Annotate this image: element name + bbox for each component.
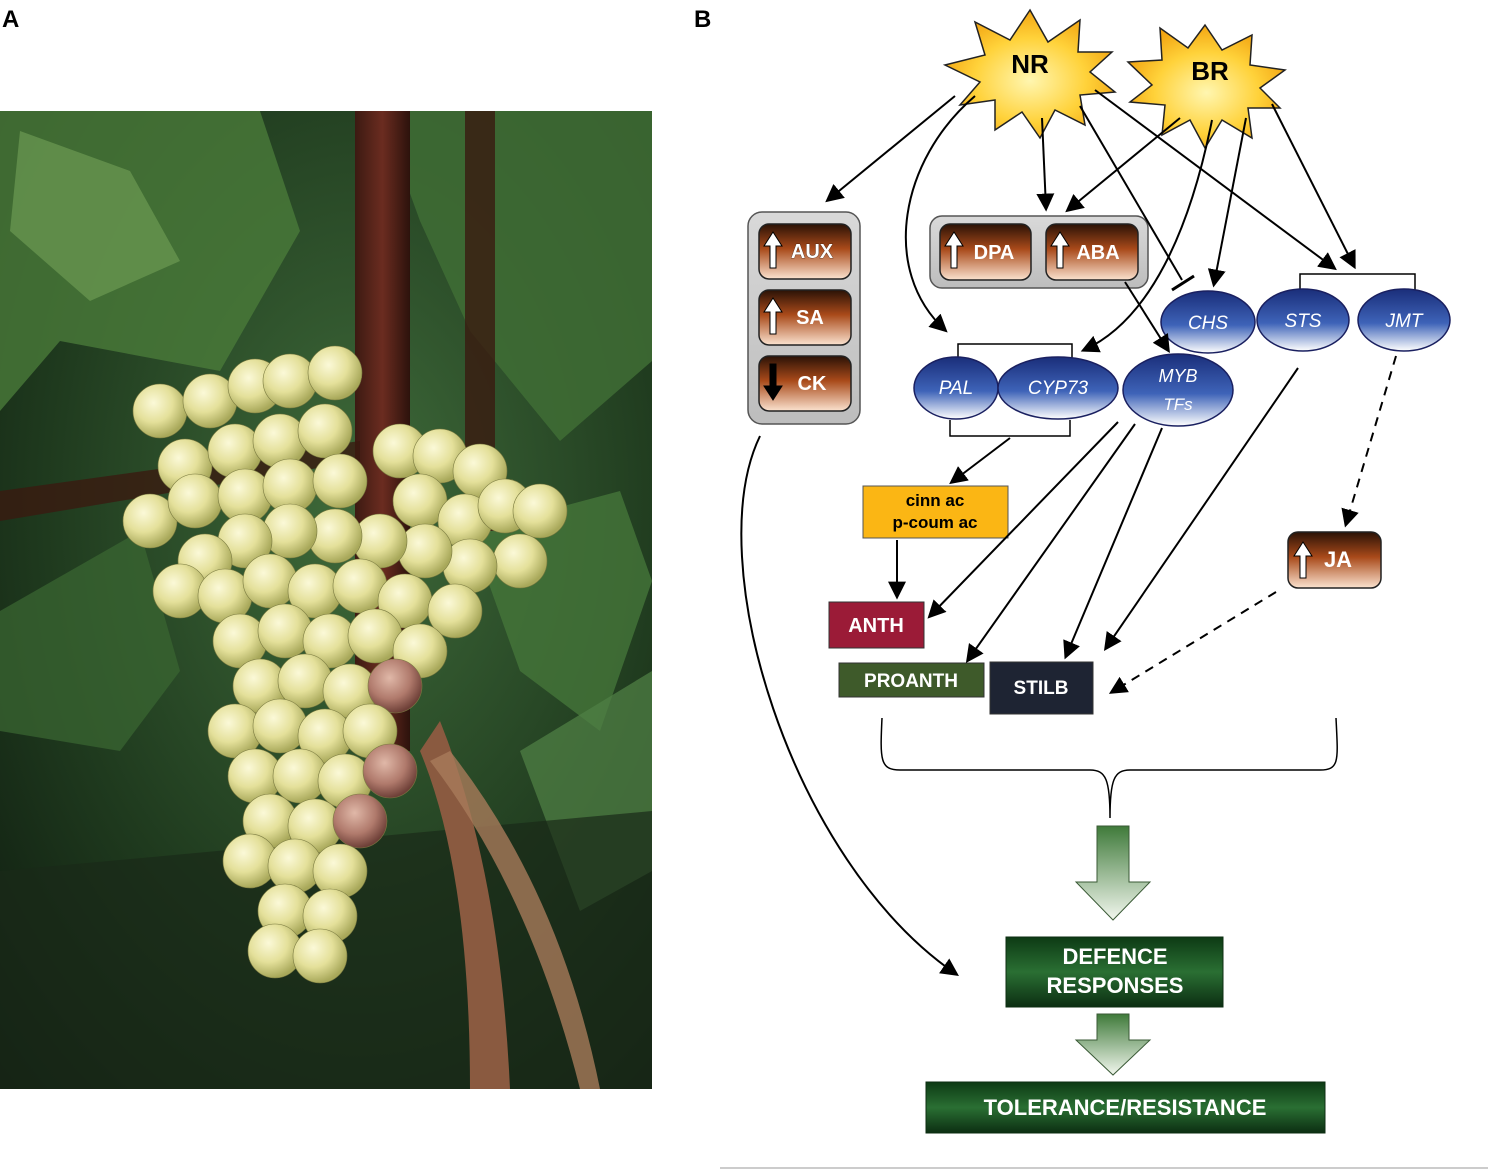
dpa-label: DPA xyxy=(974,242,1015,264)
anth-label: ANTH xyxy=(848,615,904,637)
inhibit-bar-chs xyxy=(1171,274,1195,292)
big-arrow-to-defence xyxy=(1074,825,1152,921)
ja-box: JA xyxy=(1287,531,1382,589)
jmt-label: JMT xyxy=(1385,311,1424,332)
defence-label: DEFENCE xyxy=(1062,944,1167,969)
dpa-box: DPA xyxy=(939,223,1032,281)
responses-label: RESPONSES xyxy=(1047,973,1184,998)
grape-berry xyxy=(312,453,368,509)
up-arrow-icon xyxy=(763,297,783,335)
tolerance-resistance-box: TOLERANCE/RESISTANCE xyxy=(925,1081,1326,1134)
anth-box: ANTH xyxy=(828,601,925,649)
grape-berry xyxy=(307,345,363,401)
pal-label: PAL xyxy=(939,378,974,399)
inhibit-nr-to-chs xyxy=(1079,105,1183,281)
pal-cyp73-top-bracket xyxy=(957,343,1073,362)
aux-box: AUX xyxy=(758,223,852,280)
tolerance-label: TOLERANCE/RESISTANCE xyxy=(984,1095,1267,1120)
panel-label-a: A xyxy=(2,6,20,33)
pal-cyp73-bottom-bracket xyxy=(949,420,1071,437)
arrow-br-to-chs xyxy=(1207,117,1247,288)
arrow-nr-to-dpa-aba xyxy=(1036,117,1055,212)
panel-label-b: B xyxy=(694,6,712,33)
up-arrow-icon xyxy=(1293,541,1313,579)
arrow-nr-to-aux-group xyxy=(825,95,956,203)
sa-box: SA xyxy=(758,289,852,346)
tfs-label: TFs xyxy=(1163,395,1193,414)
nr-starburst xyxy=(942,8,1117,140)
metabolites-brace xyxy=(880,717,1338,819)
arrow-br-to-sts-jmt xyxy=(1271,103,1356,270)
up-arrow-icon xyxy=(944,231,964,269)
br-starburst xyxy=(1126,23,1287,150)
grape-cluster-photo xyxy=(0,111,652,1089)
chs-label: CHS xyxy=(1188,313,1228,334)
cinn-box: cinn ac p-coum ac xyxy=(862,485,1009,539)
arrow-sts-to-stilb xyxy=(1103,367,1299,651)
up-arrow-icon xyxy=(763,231,783,269)
ck-box: CK xyxy=(758,355,852,412)
sa-label: SA xyxy=(796,307,824,329)
grape-berry xyxy=(332,793,388,849)
aba-box: ABA xyxy=(1045,223,1139,281)
up-arrow-icon xyxy=(1050,231,1070,269)
grape-berry xyxy=(512,483,568,539)
dashed-arrow-jmt-to-ja xyxy=(1341,355,1397,528)
sts-gene: STS xyxy=(1256,288,1350,352)
ja-label: JA xyxy=(1324,547,1352,572)
arrow-br-to-cyp73 xyxy=(1080,119,1213,353)
grape-berry xyxy=(362,743,418,799)
arrow-aba-to-myb xyxy=(1124,281,1170,354)
arrow-myb-to-anth xyxy=(927,421,1119,619)
myb-tfs-gene: MYB TFs xyxy=(1122,353,1234,427)
cyp73-label: CYP73 xyxy=(1028,378,1089,399)
cyp73-gene: CYP73 xyxy=(997,356,1119,420)
myb-label: MYB xyxy=(1158,366,1197,386)
sts-label: STS xyxy=(1285,311,1322,332)
arrow-pal-cyp73-to-cinn xyxy=(949,437,1011,485)
sts-jmt-bracket xyxy=(1299,273,1416,292)
chs-gene: CHS xyxy=(1160,290,1256,354)
stilb-label: STILB xyxy=(1014,678,1069,699)
proanth-label: PROANTH xyxy=(864,671,958,692)
br-label: BR xyxy=(1191,56,1229,86)
dashed-arrow-ja-to-stilb xyxy=(1108,591,1277,694)
proanth-box: PROANTH xyxy=(838,662,985,698)
grape-berry xyxy=(367,658,423,714)
arrow-br-to-dpa-aba xyxy=(1065,117,1181,213)
grape-berry xyxy=(297,403,353,459)
ck-label: CK xyxy=(798,373,827,395)
pal-gene: PAL xyxy=(913,356,999,420)
aba-label: ABA xyxy=(1076,242,1119,264)
big-arrow-to-tolerance xyxy=(1074,1013,1152,1076)
p-coum-ac-label: p-coum ac xyxy=(892,513,977,532)
nr-label: NR xyxy=(1011,49,1049,79)
grape-berry xyxy=(292,928,348,984)
grape-berry xyxy=(427,583,483,639)
arrow-nr-to-sts-jmt xyxy=(1094,89,1337,271)
defence-responses-box: DEFENCE RESPONSES xyxy=(1005,936,1224,1008)
cinn-ac-label: cinn ac xyxy=(906,491,965,510)
arrow-hormones-to-defence xyxy=(740,435,959,977)
jmt-gene: JMT xyxy=(1357,288,1451,352)
arrow-myb-to-stilb xyxy=(1063,427,1163,660)
arrow-myb-to-proanth xyxy=(965,423,1136,663)
down-arrow-icon xyxy=(763,363,783,401)
aux-label: AUX xyxy=(791,241,834,263)
stilb-box: STILB xyxy=(989,661,1094,715)
arrow-nr-to-pal xyxy=(904,95,976,333)
